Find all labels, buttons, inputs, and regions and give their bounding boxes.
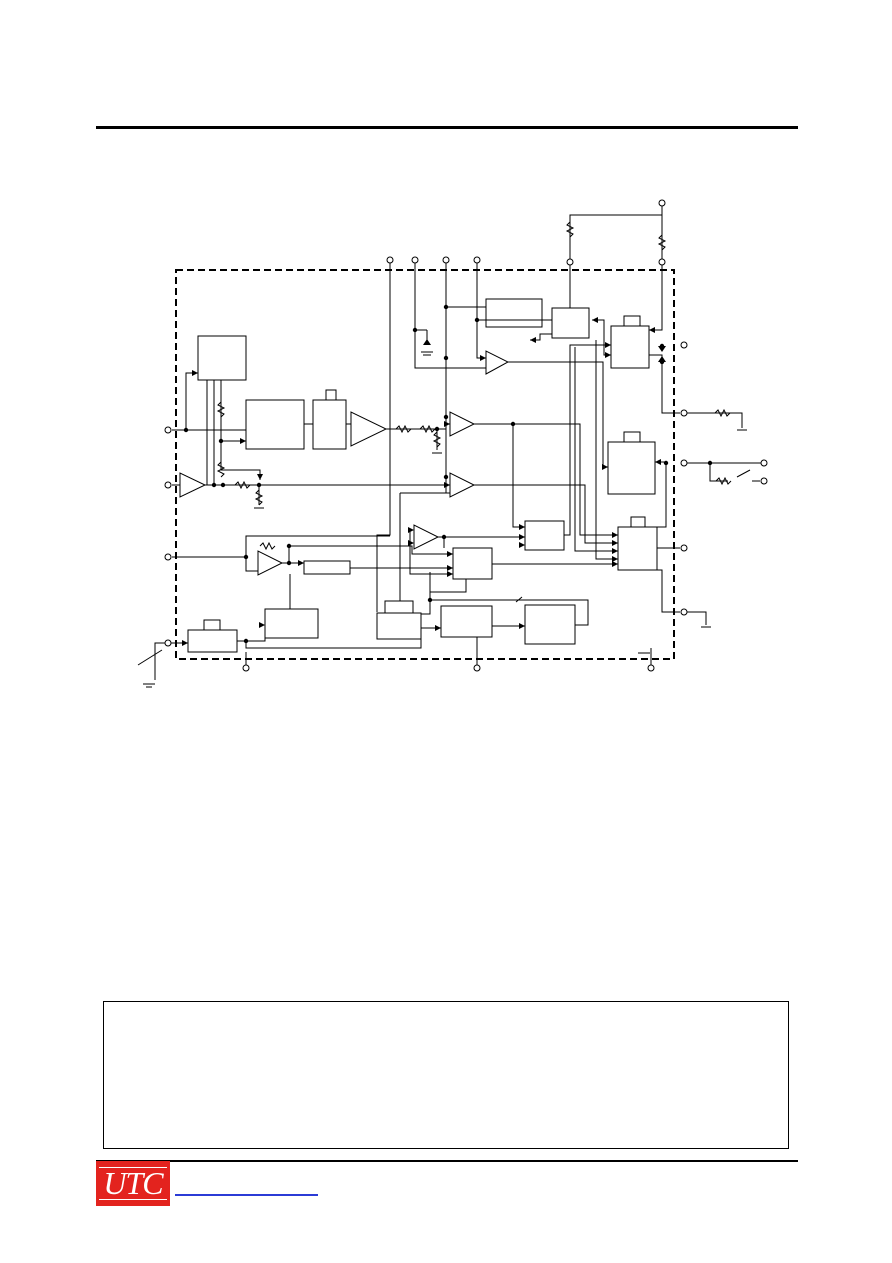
block-h	[524, 520, 565, 551]
notes-box	[103, 1001, 789, 1149]
block-p	[440, 605, 493, 638]
amp-5	[449, 472, 476, 498]
ic-boundary	[175, 269, 675, 660]
block-f	[610, 325, 650, 369]
block-l	[264, 608, 319, 639]
amp-4	[449, 411, 476, 437]
block-i	[452, 547, 493, 580]
block-a	[197, 335, 247, 381]
block-k	[303, 560, 351, 575]
block-d	[485, 298, 543, 328]
amp-2	[179, 472, 207, 498]
block-b	[245, 399, 305, 450]
amp-6	[413, 524, 440, 550]
block-q	[524, 604, 576, 645]
amp-1	[350, 411, 388, 447]
block-c	[312, 399, 347, 450]
block-o	[384, 600, 414, 614]
block-n	[376, 612, 422, 640]
website-link[interactable]	[175, 1194, 318, 1196]
utc-logo: UTC	[96, 1161, 170, 1206]
logo-text: UTC	[103, 1165, 163, 1201]
block-g	[607, 441, 656, 495]
amp-3	[485, 350, 510, 375]
block-m	[187, 629, 238, 653]
footer-rule	[96, 1160, 798, 1162]
header-rule	[96, 126, 798, 129]
block-j	[617, 526, 658, 571]
amp-7	[257, 550, 284, 576]
block-e	[551, 307, 590, 339]
